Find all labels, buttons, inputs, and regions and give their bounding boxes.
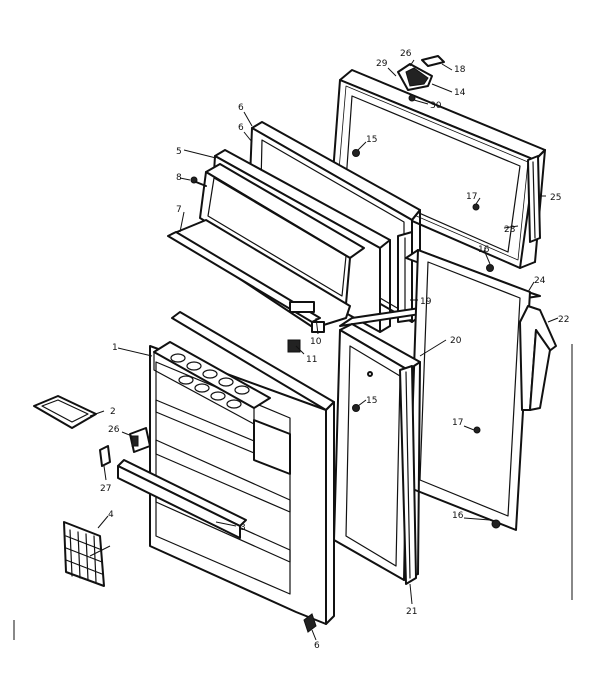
callout-19: 19 <box>420 297 432 307</box>
fresh-food-door-outer-panel <box>339 249 541 531</box>
screw-6-bottom <box>303 613 317 633</box>
fresh-food-door-fasteners <box>352 371 501 529</box>
callout-24: 24 <box>534 276 546 286</box>
callout-4: 4 <box>108 510 114 520</box>
callout-6-bottom: 6 <box>314 641 320 651</box>
button-26 <box>129 427 151 453</box>
callout-6-top: 6 <box>238 103 244 113</box>
callout-5: 5 <box>176 147 182 157</box>
callout-30: 30 <box>430 101 442 111</box>
door-trim-strip <box>399 365 417 585</box>
freezer-door-outer-panel <box>331 69 546 269</box>
callout-20: 20 <box>450 336 462 346</box>
callout-15-bottom: 15 <box>366 396 377 406</box>
callout-3: 3 <box>240 523 246 533</box>
callout-10: 10 <box>310 337 322 347</box>
callout-14: 14 <box>454 88 466 98</box>
freezer-door-liner <box>167 149 391 353</box>
callout-8: 8 <box>176 173 182 183</box>
callout-18: 18 <box>454 65 466 75</box>
fresh-food-handle <box>519 305 557 411</box>
fresh-food-door-liner <box>117 311 335 625</box>
callout-26-top: 26 <box>400 49 412 59</box>
callout-29: 29 <box>376 59 388 69</box>
callout-2: 2 <box>110 407 116 417</box>
callout-15-top: 15 <box>366 135 377 145</box>
callout-26-left: 26 <box>108 425 120 435</box>
callout-1: 1 <box>112 343 118 353</box>
callout-labels: 1 2 3 4 5 6 6 6 7 8 10 11 14 15 15 16 16… <box>100 49 569 651</box>
leader-lines <box>89 59 559 641</box>
callout-25: 25 <box>550 193 561 203</box>
callout-22: 22 <box>558 315 569 325</box>
callout-11: 11 <box>306 355 317 365</box>
callout-21: 21 <box>406 607 417 617</box>
button-27 <box>99 445 111 467</box>
callout-16-bottom: 16 <box>452 511 464 521</box>
callout-17-top: 17 <box>466 192 477 202</box>
grille-4 <box>63 521 105 587</box>
screw-8 <box>190 176 207 187</box>
callout-16-top: 16 <box>478 245 490 255</box>
freezer-handle <box>527 155 541 243</box>
callout-27: 27 <box>100 484 111 494</box>
top-hinge-assembly <box>397 55 445 102</box>
callout-23: 23 <box>504 225 515 235</box>
callout-7: 7 <box>176 205 182 215</box>
callout-17-bottom: 17 <box>452 418 463 428</box>
callout-6-mid: 6 <box>238 123 244 133</box>
small-tray-2 <box>33 395 97 429</box>
freezer-door-fasteners <box>352 149 494 272</box>
